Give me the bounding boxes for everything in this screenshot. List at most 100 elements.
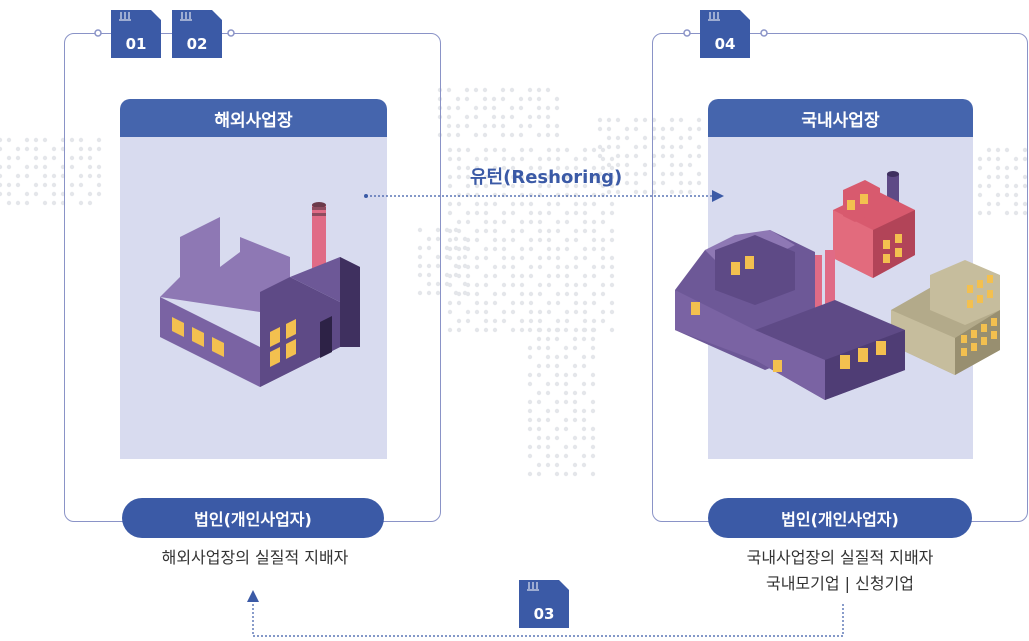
map-dot	[456, 174, 462, 180]
map-dot	[527, 399, 533, 405]
map-dot	[545, 462, 551, 468]
map-dot	[518, 105, 524, 111]
map-dot	[473, 132, 479, 138]
map-dot	[444, 254, 450, 260]
map-dot	[642, 144, 648, 150]
map-dot	[590, 444, 596, 450]
map-dot	[453, 290, 459, 296]
map-dot	[572, 363, 578, 369]
map-dot	[573, 255, 579, 261]
map-dot	[554, 96, 560, 102]
map-dot	[527, 381, 533, 387]
map-dot	[563, 471, 569, 477]
map-dot	[696, 117, 702, 123]
map-dot	[546, 246, 552, 252]
factory-complex-icon	[675, 171, 1000, 400]
map-dot	[609, 156, 615, 162]
map-dot	[609, 210, 615, 216]
map-dot	[456, 192, 462, 198]
map-dot	[510, 201, 516, 207]
map-dot	[572, 372, 578, 378]
map-dot	[600, 282, 606, 288]
map-dot	[456, 156, 462, 162]
map-dot	[554, 336, 560, 342]
map-dot	[6, 164, 12, 170]
map-dot	[1004, 147, 1010, 153]
map-dot	[555, 192, 561, 198]
map-dot	[572, 399, 578, 405]
map-dot	[462, 254, 468, 260]
map-dot	[600, 291, 606, 297]
map-dot	[500, 87, 506, 93]
map-dot	[546, 300, 552, 306]
map-dot	[456, 300, 462, 306]
map-dot	[483, 255, 489, 261]
map-dot	[500, 96, 506, 102]
map-dot	[573, 183, 579, 189]
map-dot	[446, 105, 452, 111]
map-dot	[573, 291, 579, 297]
map-dot	[555, 255, 561, 261]
map-dot	[678, 117, 684, 123]
map-dot	[528, 174, 534, 180]
map-dot	[483, 318, 489, 324]
map-dot	[546, 228, 552, 234]
map-dot	[687, 126, 693, 132]
map-dot	[462, 281, 468, 287]
map-dot	[597, 144, 603, 150]
map-dot	[554, 372, 560, 378]
map-dot	[633, 126, 639, 132]
map-dot	[473, 87, 479, 93]
map-dot	[537, 192, 543, 198]
map-dot	[501, 237, 507, 243]
map-dot	[590, 435, 596, 441]
map-dot	[678, 144, 684, 150]
map-dot	[554, 426, 560, 432]
map-dot	[581, 327, 587, 333]
map-dot	[492, 273, 498, 279]
map-dot	[501, 219, 507, 225]
map-dot	[462, 290, 468, 296]
map-dot	[591, 291, 597, 297]
map-dot	[482, 96, 488, 102]
map-dot	[600, 183, 606, 189]
map-dot	[660, 144, 666, 150]
map-dot	[600, 264, 606, 270]
caption-line: 국내사업장의 실질적 지배자	[746, 548, 934, 567]
map-dot	[546, 147, 552, 153]
map-dot	[0, 191, 3, 197]
map-dot	[536, 426, 542, 432]
map-dot	[465, 183, 471, 189]
map-dot	[446, 87, 452, 93]
map-dot	[555, 318, 561, 324]
map-dot	[572, 345, 578, 351]
map-dot	[510, 282, 516, 288]
map-dot	[24, 164, 30, 170]
map-dot	[590, 408, 596, 414]
map-dot	[597, 180, 603, 186]
map-dot	[0, 173, 3, 179]
map-dot	[564, 309, 570, 315]
map-dot	[590, 354, 596, 360]
map-dot	[474, 255, 480, 261]
map-dot	[572, 462, 578, 468]
map-dot	[528, 246, 534, 252]
map-dot	[573, 309, 579, 315]
map-dot	[581, 426, 587, 432]
map-dot	[527, 114, 533, 120]
map-dot	[582, 309, 588, 315]
map-dot	[536, 444, 542, 450]
map-dot	[464, 114, 470, 120]
circuit-tag-icon	[700, 10, 750, 58]
map-dot	[462, 263, 468, 269]
map-dot	[609, 255, 615, 261]
tag-01: 01	[111, 10, 161, 58]
map-dot	[615, 180, 621, 186]
map-dot	[546, 237, 552, 243]
map-dot	[600, 156, 606, 162]
map-dot	[582, 255, 588, 261]
map-dot	[519, 255, 525, 261]
map-dot	[564, 273, 570, 279]
map-dot	[474, 210, 480, 216]
map-dot	[528, 309, 534, 315]
